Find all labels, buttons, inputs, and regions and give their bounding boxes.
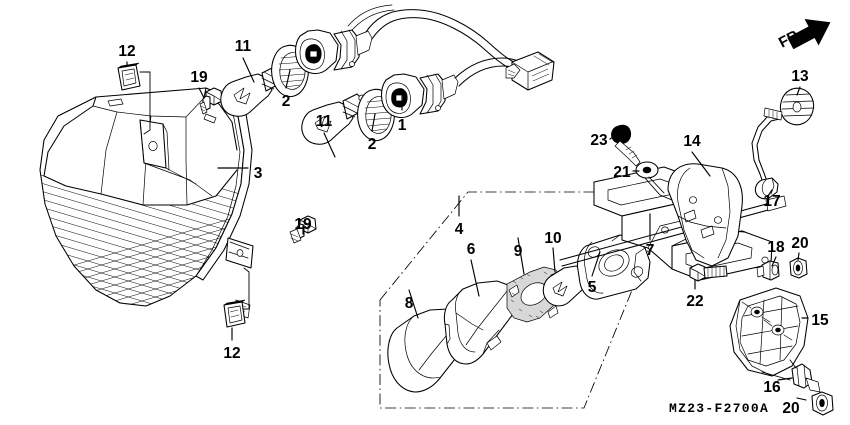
guard-mount-stud-graphic xyxy=(761,359,821,393)
callout-6: 6 xyxy=(467,241,476,258)
flange-bolt-lower-graphic xyxy=(289,215,317,244)
wire-harness-graphic xyxy=(347,4,555,91)
flange-bolt-upper-graphic xyxy=(199,87,223,115)
callout-14: 14 xyxy=(683,133,701,150)
callout-11-upper: 11 xyxy=(235,38,252,55)
callout-2-lower: 2 xyxy=(368,136,377,153)
callout-11-lower: 11 xyxy=(316,113,333,130)
callout-2-upper: 2 xyxy=(282,93,291,110)
callout-17: 17 xyxy=(763,193,780,210)
taillight-stay-bracket-graphic xyxy=(667,163,743,267)
callout-21: 21 xyxy=(613,164,631,181)
callout-4: 4 xyxy=(455,221,464,238)
callout-3: 3 xyxy=(254,165,263,182)
mounting-collar-graphic xyxy=(756,260,780,281)
callout-8: 8 xyxy=(405,295,414,312)
taillight-wire-graphic xyxy=(751,107,783,187)
bracket-flange-bolt-graphic xyxy=(689,263,728,282)
callout-number-group: 1 2 2 3 4 5 6 7 8 9 10 11 11 12 12 13 14… xyxy=(118,38,829,417)
license-light-guard-graphic xyxy=(729,287,809,377)
callout-23: 23 xyxy=(590,132,608,149)
license-light-base-graphic xyxy=(576,234,651,300)
diagram-part-number: MZ23-F2700A xyxy=(669,401,769,416)
taillight-bulb-lower-graphic xyxy=(301,93,366,145)
callout-5: 5 xyxy=(588,279,597,296)
license-light-group-frame xyxy=(379,191,673,409)
callout-19-upper: 19 xyxy=(190,69,208,86)
wire-grommet-graphic xyxy=(779,87,815,126)
taillight-lens-unit-graphic xyxy=(39,87,254,319)
taillight-socket-upper-graphic xyxy=(294,29,373,75)
callout-10: 10 xyxy=(544,230,561,247)
callout-7: 7 xyxy=(646,242,655,259)
lens-mount-clip-upper-graphic xyxy=(117,62,151,135)
license-light-housing-graphic xyxy=(443,280,518,365)
callout-18: 18 xyxy=(767,239,785,256)
wire-clamp-graphic xyxy=(754,177,779,200)
callout-12-lower: 12 xyxy=(223,345,240,362)
callout-9: 9 xyxy=(514,243,523,260)
callout-20-lower: 20 xyxy=(782,400,799,417)
taillight-socket-lower-graphic xyxy=(380,73,459,119)
callout-15: 15 xyxy=(811,312,829,329)
callout-12-upper: 12 xyxy=(118,43,135,60)
callout-1: 1 xyxy=(398,117,407,134)
callout-22: 22 xyxy=(686,293,703,310)
front-arrow-icon xyxy=(787,19,831,50)
callout-13: 13 xyxy=(791,68,809,85)
callout-19-lower: 19 xyxy=(294,216,312,233)
bracket-washer-graphic xyxy=(635,161,673,201)
lens-mount-clip-lower-graphic xyxy=(223,267,250,328)
callout-leader-lines xyxy=(126,57,809,401)
flange-nut-upper-graphic xyxy=(789,257,808,279)
bracket-bolt-graphic xyxy=(611,124,641,167)
flange-nut-lower-graphic xyxy=(811,391,834,416)
callout-16: 16 xyxy=(763,379,781,396)
callout-20-upper: 20 xyxy=(791,235,808,252)
